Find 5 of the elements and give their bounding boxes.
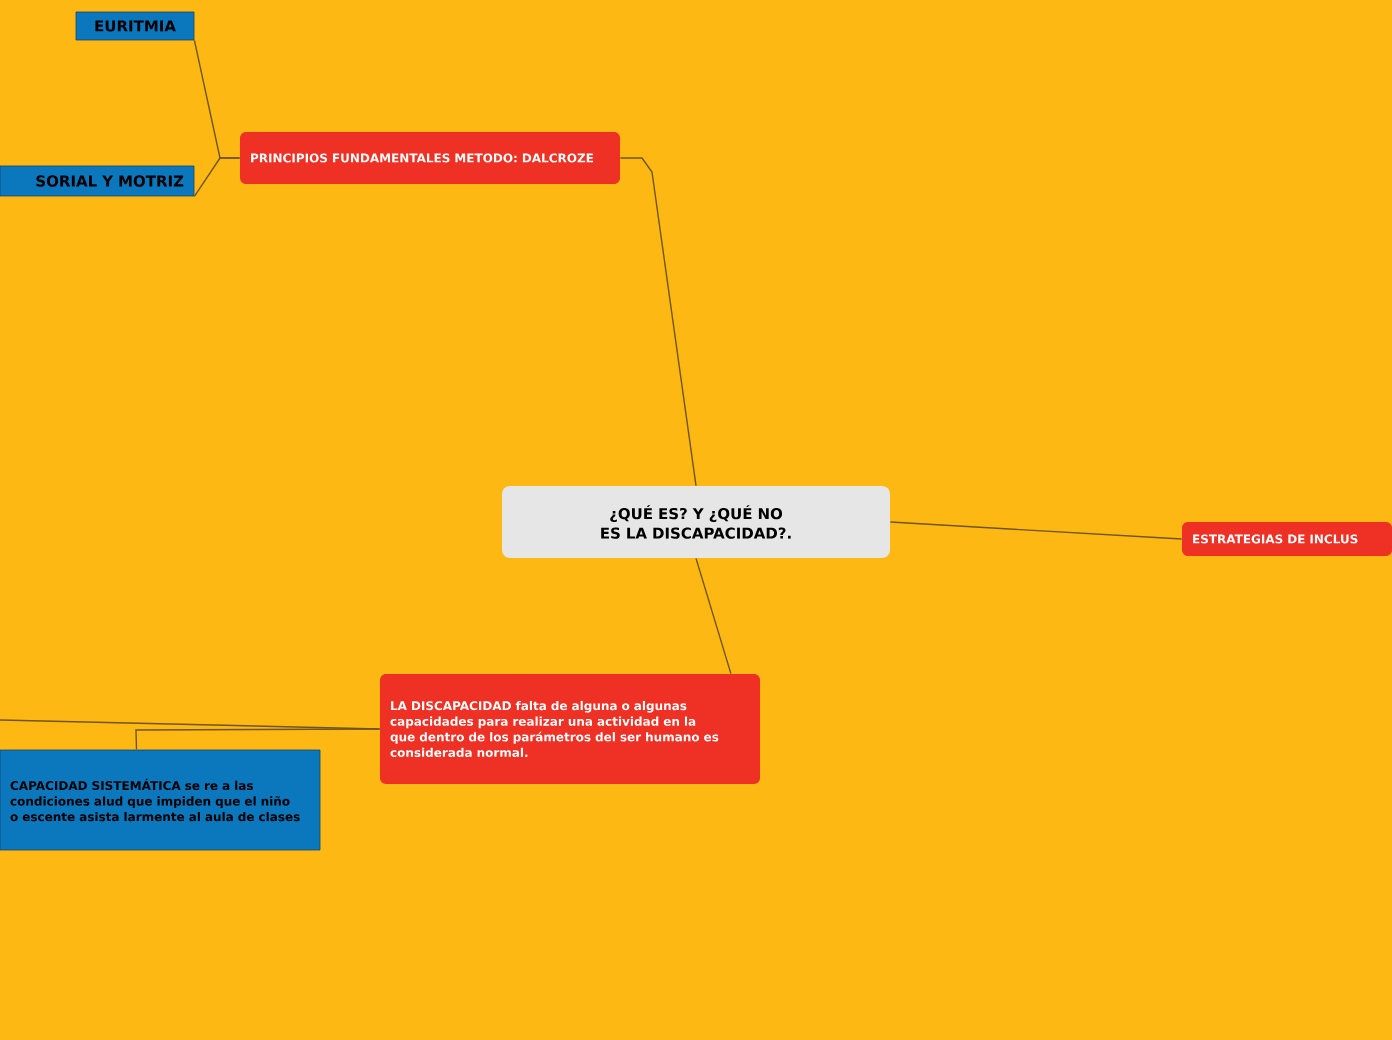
connector-line [0,719,381,730]
connector-line [889,521,1183,540]
connector-line [193,157,241,198]
connector-line [619,157,697,487]
connector-line [695,557,732,675]
